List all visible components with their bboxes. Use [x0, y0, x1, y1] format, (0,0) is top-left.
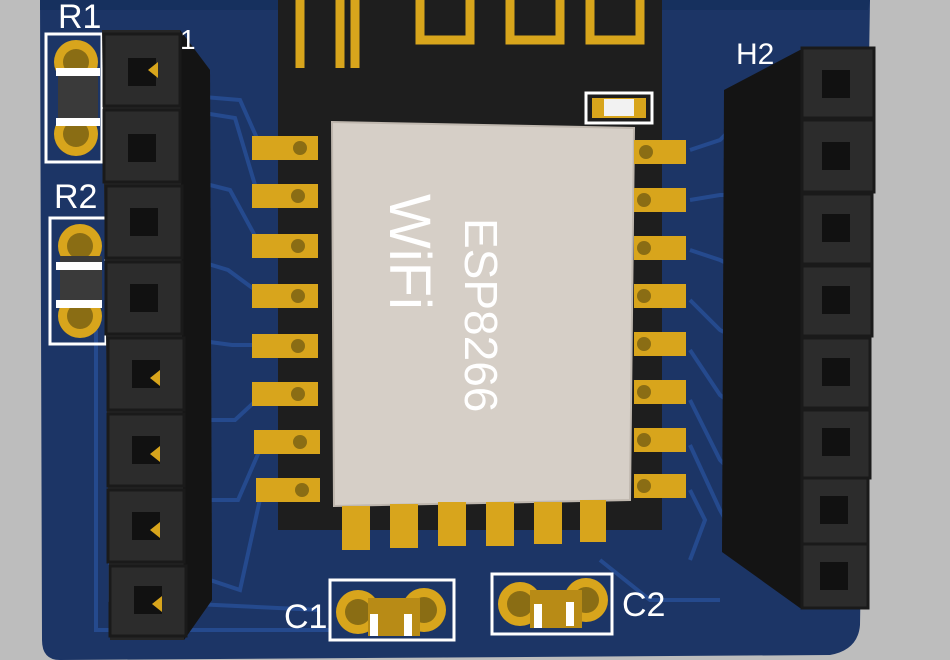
header-pins-left [102, 32, 188, 638]
resistor-icon [44, 32, 104, 164]
label-h1: 1 [180, 24, 196, 55]
module-label-wifi: WiFi [377, 194, 442, 310]
label-c1: C1 [284, 598, 328, 636]
copper-traces [94, 93, 742, 632]
label-h2: H2 [736, 38, 775, 71]
capacitor-icon [328, 578, 456, 642]
module-pads-left [252, 136, 320, 502]
wifi-module-icon [278, 0, 662, 530]
module-label-esp8266: ESP8266 [455, 218, 507, 413]
capacitor-icon [490, 572, 614, 636]
rf-shield [330, 120, 636, 508]
label-r1: R1 [58, 0, 102, 36]
antenna-trace [295, 0, 645, 68]
label-c2: C2 [622, 586, 666, 624]
label-r2: R2 [54, 178, 98, 216]
module-pads-bottom [342, 500, 606, 550]
module-pads-right [634, 140, 686, 498]
